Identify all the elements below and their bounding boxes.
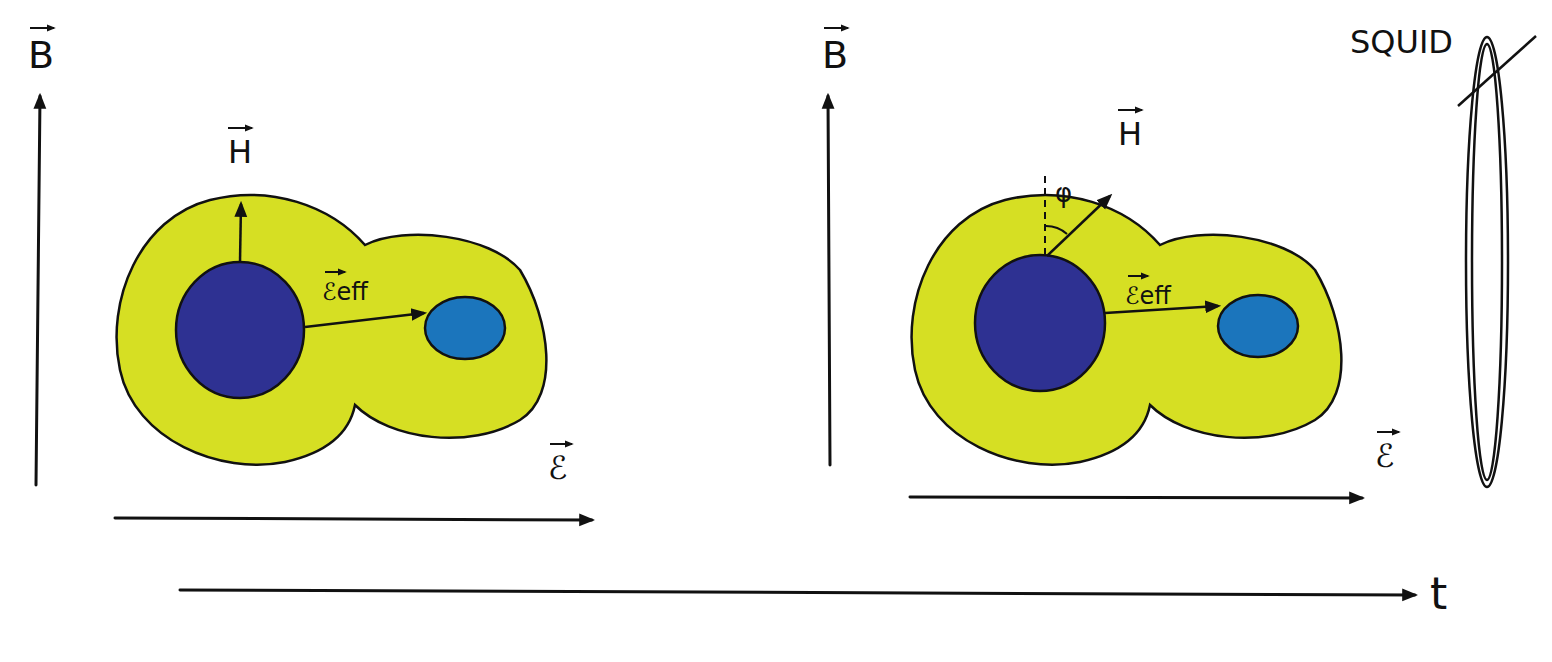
molecule — [912, 175, 1342, 465]
field-label: B — [28, 36, 54, 74]
e-axis — [910, 497, 1362, 498]
molecule — [117, 195, 547, 465]
vector-arrows — [30, 28, 1399, 444]
vector-label: H — [228, 136, 252, 168]
time-axis — [180, 590, 1415, 595]
angle-label: φ — [1055, 180, 1072, 206]
b-axis — [828, 96, 830, 465]
vector-label: H — [1118, 118, 1142, 150]
field-label: ℰ — [1375, 440, 1394, 472]
squid-loop — [1458, 36, 1536, 487]
field-label: ℰeff — [322, 280, 368, 304]
field-label: ℰ — [548, 452, 567, 484]
b-axis — [36, 96, 40, 485]
field-label: B — [822, 36, 848, 74]
e-axis — [115, 518, 592, 520]
field-label: ℰeff — [1125, 284, 1171, 308]
time-label: t — [1430, 572, 1447, 616]
device-label: SQUID — [1350, 26, 1453, 58]
